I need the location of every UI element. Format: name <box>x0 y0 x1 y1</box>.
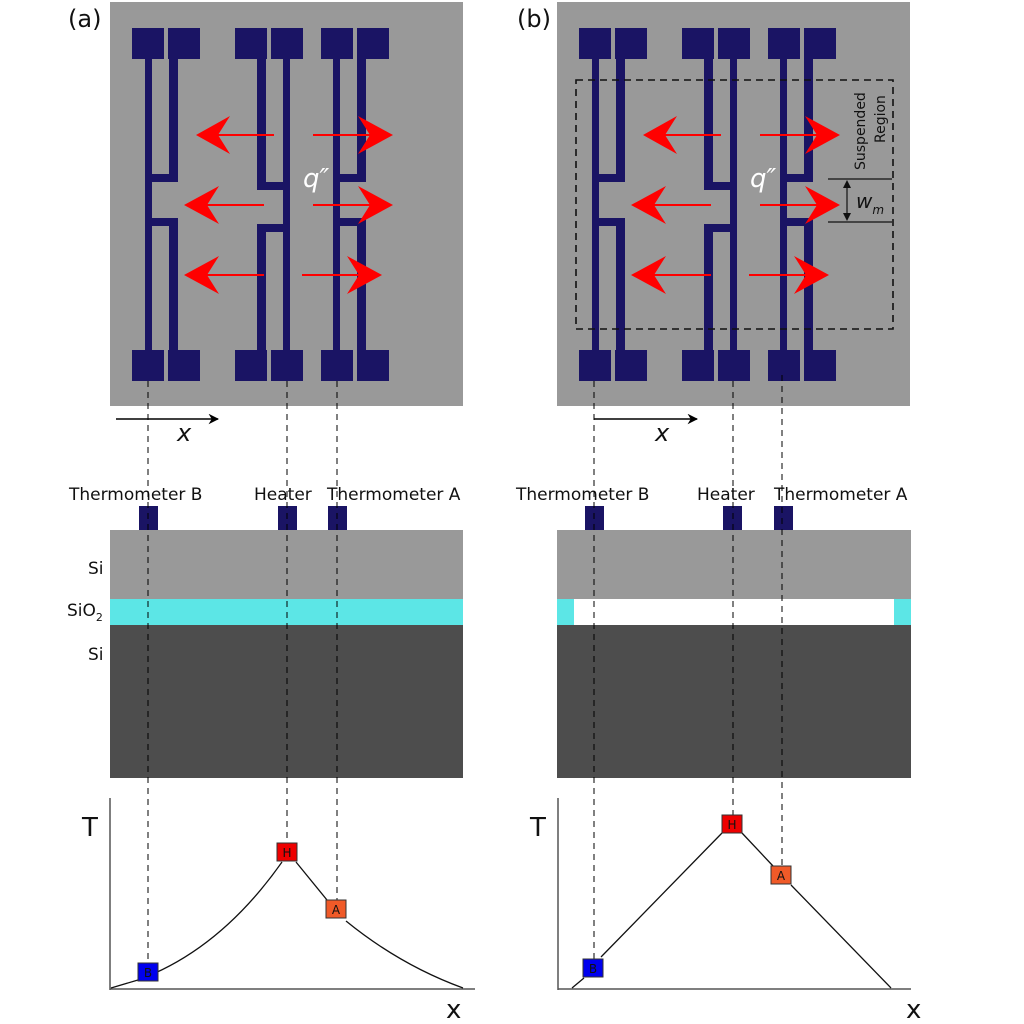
heat-arrow-right <box>760 186 840 224</box>
panel-b-layer-si-handle <box>557 625 911 778</box>
panel-a-x-direction-label: x <box>176 419 192 447</box>
heat-arrow-right <box>760 116 840 154</box>
panel-b-heater-pattern <box>682 28 750 381</box>
panel-b-guide-lines <box>593 375 783 960</box>
svg-text:B: B <box>589 962 597 976</box>
panel-a-layer-si-device <box>110 530 463 599</box>
panel-b-plot-y-label: T <box>529 813 546 843</box>
panel-a-label-thermometer-a: Thermometer A <box>326 485 461 505</box>
svg-text:H: H <box>727 818 736 832</box>
panel-b-sio2-anchor-left <box>557 599 574 625</box>
panel-a-plot-y-label: T <box>81 813 98 843</box>
panel-b-label-heater: Heater <box>697 485 755 505</box>
heat-arrow-left <box>196 116 274 154</box>
panel-b-x-direction-label: x <box>654 419 670 447</box>
panel-b-temperature-plot: T x B H A <box>529 798 921 1024</box>
heat-arrow-left <box>643 116 721 154</box>
panel-b-temperature-profile-line <box>571 832 892 989</box>
panel-b-thermometer-a-contact <box>774 506 793 530</box>
panel-a-marker-h: H <box>276 842 298 862</box>
panel-a-temperature-plot: T x B H A <box>81 798 475 1024</box>
svg-text:A: A <box>777 869 786 883</box>
heat-arrow-left <box>184 256 264 294</box>
svg-text:A: A <box>332 903 341 917</box>
heat-arrow-left <box>631 186 711 224</box>
panel-b-marker-a: A <box>770 865 792 885</box>
panel-b-suspended-label-line2: Region <box>873 95 889 143</box>
panel-b-layer-si-device <box>557 530 911 599</box>
panel-a-heater-pattern <box>235 28 303 381</box>
panel-a-label-thermometer-b: Thermometer B <box>68 485 202 505</box>
panel-b-heat-flux-label: q″ <box>750 164 777 194</box>
panel-a-layer-label-sio2: SiO2 <box>67 601 103 624</box>
panel-a-label-heater: Heater <box>254 485 312 505</box>
panel-b-width-label: wm <box>856 189 884 217</box>
panel-b-sio2-anchor-right <box>894 599 911 625</box>
panel-b-label-thermometer-b: Thermometer B <box>515 485 649 505</box>
panel-b-cross-section <box>557 506 911 778</box>
panel-b-suspended-label-line1: Suspended <box>853 92 869 170</box>
panel-a-layer-label-si-top: Si <box>88 559 104 579</box>
heat-arrow-left <box>184 186 264 224</box>
panel-b-marker-h: H <box>721 814 743 834</box>
panel-a-label: (a) <box>68 5 101 33</box>
panel-b-thermometer-b-pattern <box>579 28 647 381</box>
panel-a-guide-lines <box>147 381 338 970</box>
heat-arrow-right <box>313 186 393 224</box>
panel-a-layer-label-si-bottom: Si <box>88 645 104 665</box>
svg-text:H: H <box>282 846 291 860</box>
panel-b: (b) <box>515 2 921 1024</box>
panel-b-suspended-region-box <box>575 79 894 330</box>
panel-a-plot-x-label: x <box>446 995 461 1024</box>
panel-b-marker-b: B <box>582 958 604 978</box>
heat-arrow-right <box>749 256 829 294</box>
panel-b-width-dimension <box>828 178 892 223</box>
panel-a-device-top-view: q″ <box>110 2 463 406</box>
panel-a-heat-flux-arrows <box>184 116 393 294</box>
panel-b-plot-x-label: x <box>906 995 921 1024</box>
panel-a-marker-b: B <box>137 962 159 982</box>
panel-b-heat-flux-arrows <box>631 116 840 294</box>
panel-a-thermometer-b-pattern <box>132 28 200 381</box>
svg-text:B: B <box>144 966 152 980</box>
heat-arrow-left <box>631 256 711 294</box>
panel-b-device-top-view: q″ Suspended Region wm <box>557 2 910 406</box>
panel-b-label-thermometer-a: Thermometer A <box>773 485 908 505</box>
panel-a-temperature-profile-curve <box>110 861 464 989</box>
panel-a-marker-a: A <box>325 899 347 919</box>
panel-a-heat-flux-label: q″ <box>303 164 330 194</box>
panel-a: (a) <box>67 2 475 1024</box>
panel-b-undercut-gap <box>557 599 911 625</box>
panel-b-label: (b) <box>517 5 551 33</box>
heat-arrow-right <box>302 256 382 294</box>
heat-arrow-right <box>313 116 393 154</box>
